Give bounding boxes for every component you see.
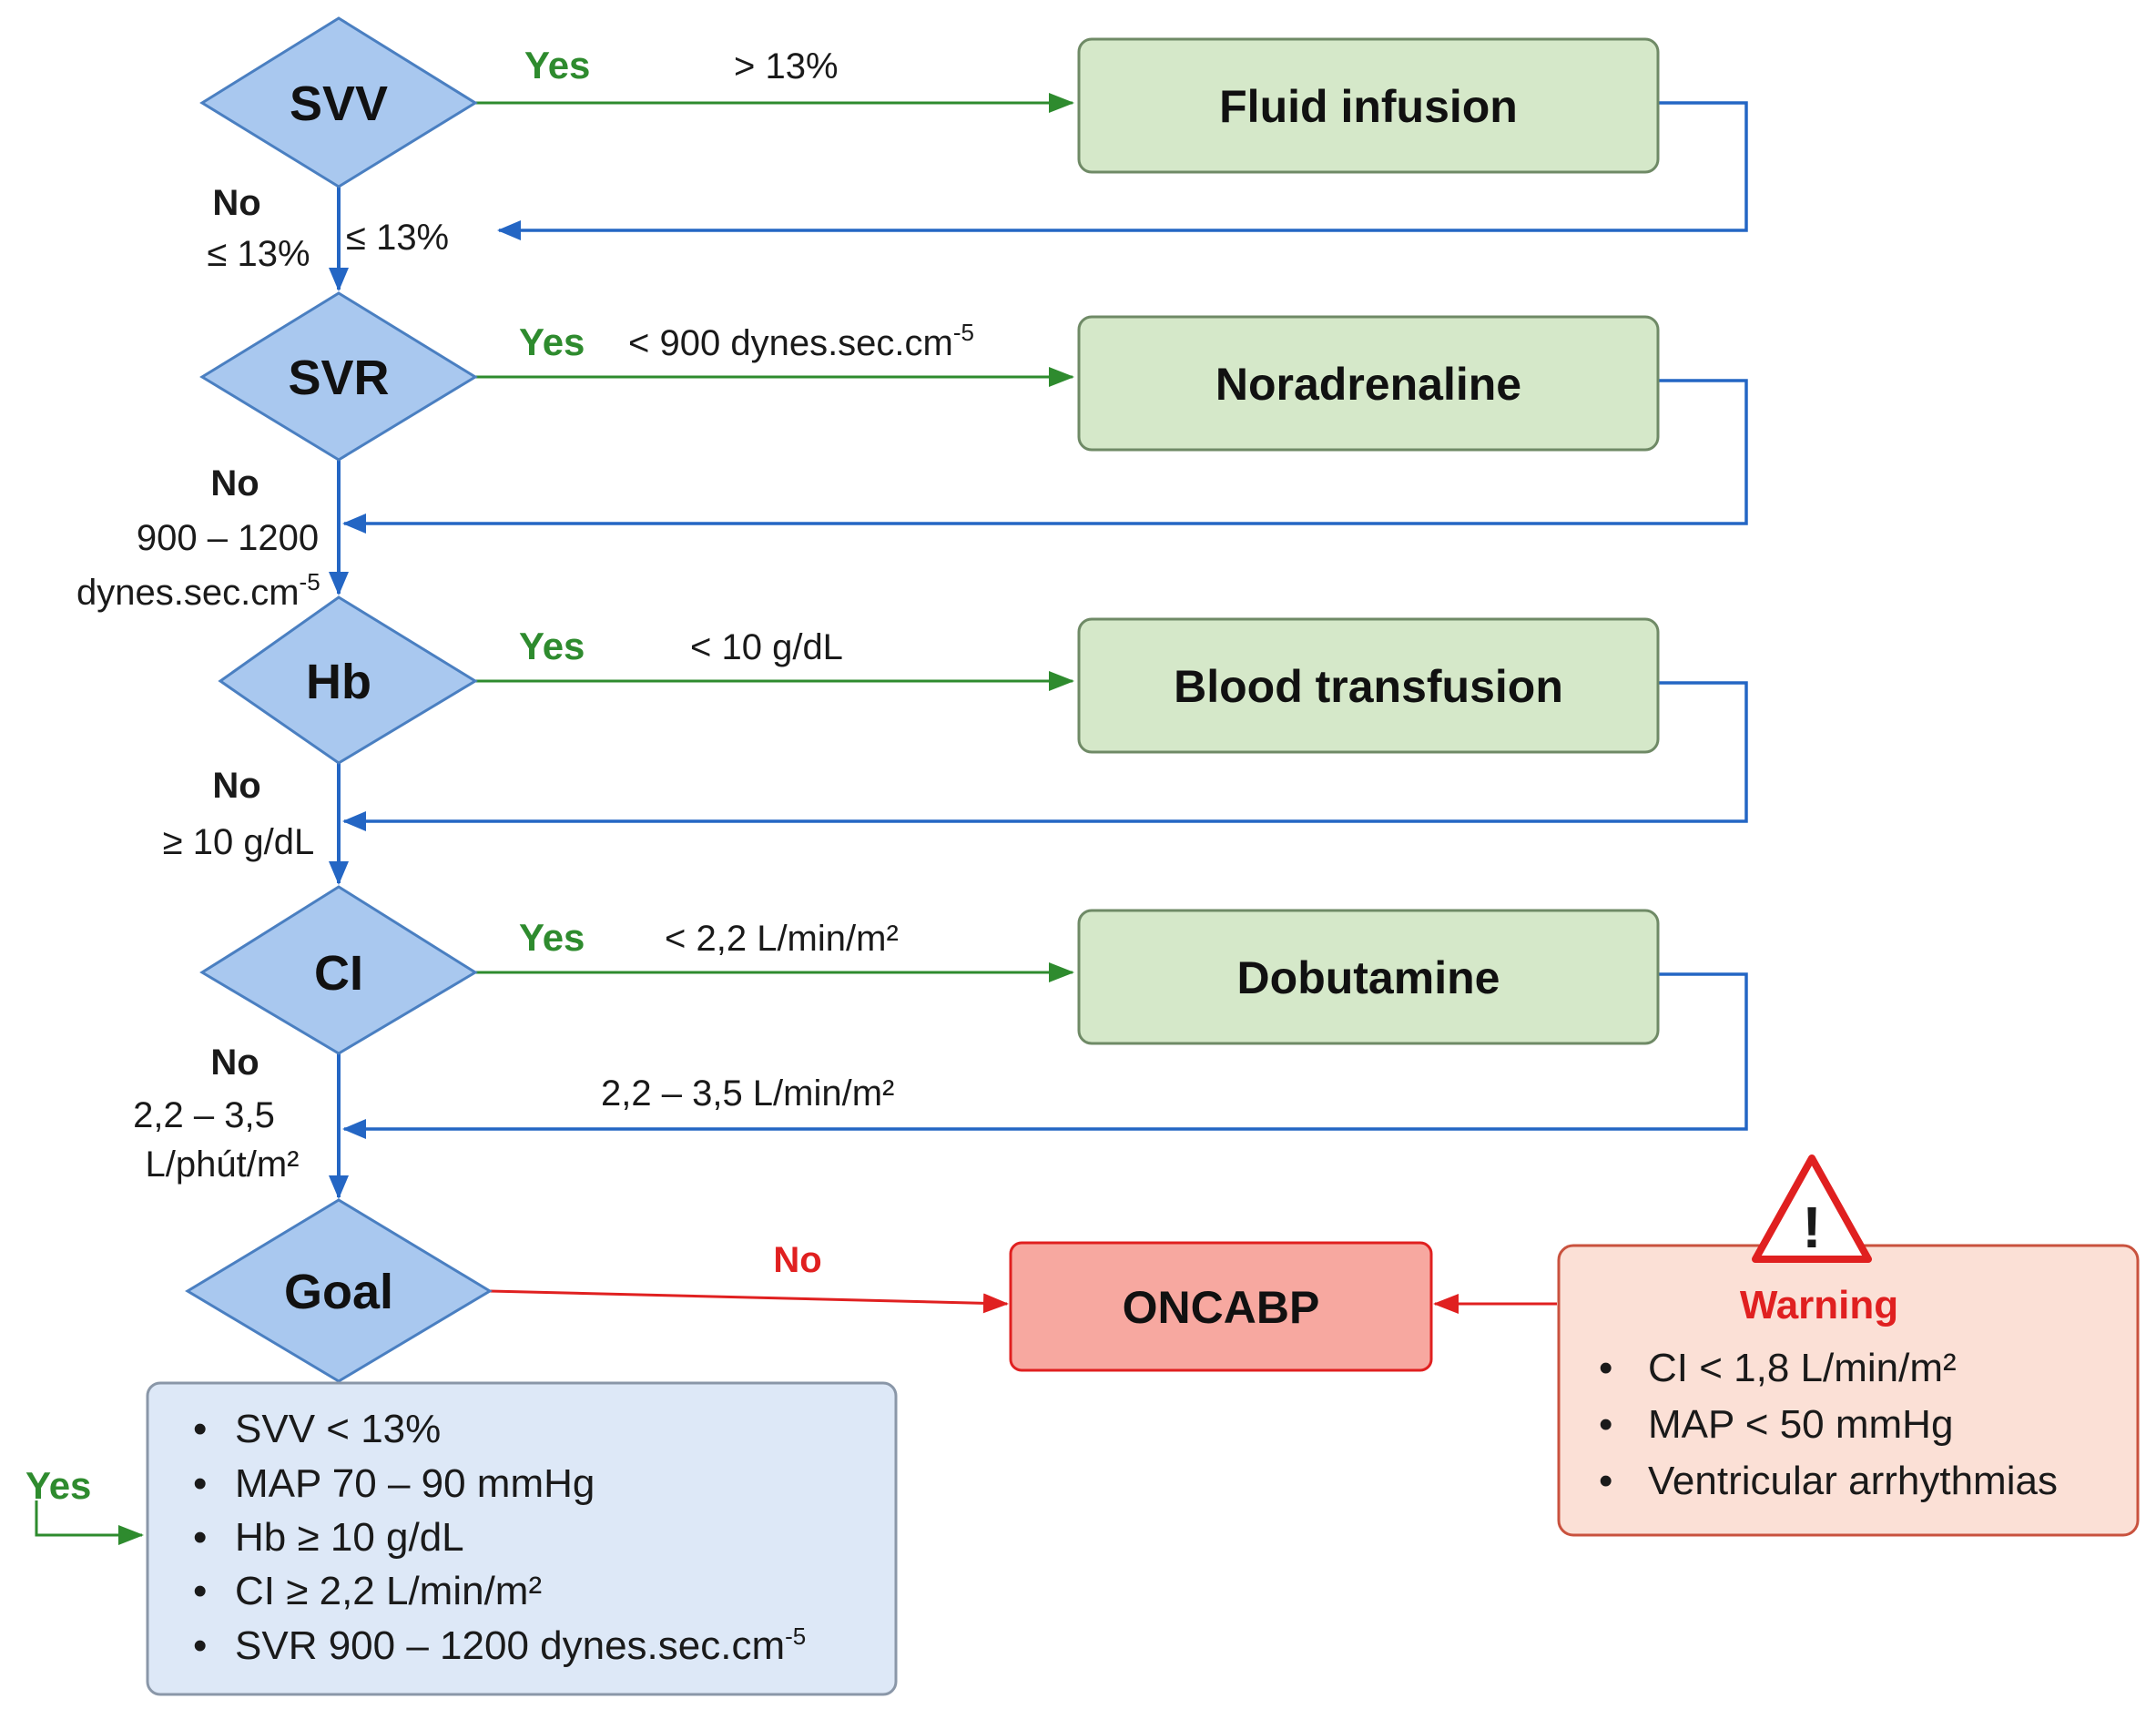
warning-triangle-icon: !	[1752, 1154, 1872, 1263]
warning-item-text: CI < 1,8 L/min/m²	[1648, 1346, 1957, 1390]
svv-no-label: No	[212, 183, 260, 223]
bullet-glyph: •	[193, 1515, 207, 1560]
diamond-shape	[199, 885, 478, 1055]
svr-no-label: No	[210, 463, 259, 503]
decision-goal: Goal	[185, 1198, 493, 1383]
decision-label: Hb	[306, 655, 371, 709]
goal-no-label: No	[773, 1240, 821, 1280]
warning-item-2: • Ventricular arrhythmias	[1599, 1459, 2058, 1503]
criterion-text: MAP 70 – 90 mmHg	[235, 1461, 595, 1506]
goal-criteria-box	[146, 1381, 898, 1696]
goal-criterion-4: • SVR 900 – 1200 dynes.sec.cm-5	[193, 1622, 806, 1668]
warning-item-0: • CI < 1,8 L/min/m²	[1599, 1346, 1957, 1390]
action-box	[1077, 909, 1660, 1045]
ci-no-label: No	[210, 1043, 259, 1083]
svv-return-label: ≤ 13%	[346, 218, 449, 258]
decision-label: SVV	[290, 76, 388, 131]
action-dobutamine: Dobutamine	[1077, 909, 1660, 1045]
svr-yes-condition: < 900 dynes.sec.cm-5	[628, 319, 974, 363]
decision-label: Goal	[284, 1265, 393, 1319]
svr-no-condition-sup: -5	[300, 568, 320, 595]
yes-arrows	[35, 93, 1074, 1545]
action-label: Dobutamine	[1237, 952, 1500, 1003]
hb-no-label: No	[212, 766, 260, 806]
ci-no-condition-line2: L/phút/m²	[146, 1144, 300, 1185]
svv-no-condition: ≤ 13%	[207, 234, 310, 274]
action-box	[1077, 37, 1660, 174]
hb-yes-label: Yes	[519, 625, 585, 667]
warning-title: Warning	[1740, 1283, 1898, 1327]
warning-item-1: • MAP < 50 mmHg	[1599, 1402, 1953, 1447]
action-box	[1077, 617, 1660, 754]
return-loop-transfusion	[342, 681, 1748, 831]
svr-yes-condition-sup: -5	[953, 319, 974, 346]
bullet-glyph: •	[193, 1623, 207, 1668]
bullet-glyph: •	[193, 1461, 207, 1506]
svr-no-condition-line2: dynes.sec.cm-5	[76, 568, 320, 613]
action-label: Noradrenaline	[1215, 359, 1521, 410]
ci-yes-label: Yes	[519, 916, 585, 959]
action-label: Blood transfusion	[1174, 661, 1563, 712]
return-loop-fluid	[497, 101, 1748, 240]
action-label: Fluid infusion	[1219, 81, 1518, 132]
action-blood-transfusion: Blood transfusion	[1077, 617, 1660, 754]
svr-no-condition-line1: 900 – 1200	[137, 518, 319, 558]
warning-item-text: MAP < 50 mmHg	[1648, 1402, 1953, 1447]
hb-no-condition: ≥ 10 g/dL	[163, 822, 315, 862]
goal-criterion-0: • SVV < 13%	[193, 1407, 441, 1451]
criterion-text: CI ≥ 2,2 L/min/m²	[235, 1569, 542, 1613]
goal-criterion-3: • CI ≥ 2,2 L/min/m²	[193, 1569, 542, 1613]
arrow-goal-no	[489, 1289, 1009, 1314]
decision-label: CI	[314, 946, 363, 1001]
hb-yes-condition: < 10 g/dL	[690, 627, 843, 667]
action-box	[1077, 315, 1660, 452]
bullet-glyph: •	[1599, 1459, 1612, 1503]
goal-criterion-1: • MAP 70 – 90 mmHg	[193, 1461, 595, 1506]
criterion-text: SVR 900 – 1200 dynes.sec.cm	[235, 1623, 785, 1668]
red-arrows	[489, 1289, 1557, 1314]
return-loop-dobutamine	[342, 972, 1748, 1139]
svv-yes-condition: > 13%	[734, 46, 839, 86]
oncabp-box	[1009, 1241, 1433, 1372]
action-fluid-infusion: Fluid infusion	[1077, 37, 1660, 174]
arrow-goal-yes	[35, 1500, 144, 1545]
ci-no-condition-line1: 2,2 – 3,5	[133, 1095, 275, 1135]
diamond-shape	[185, 1198, 493, 1383]
action-noradrenaline: Noradrenaline	[1077, 315, 1660, 452]
warning-item-text: Ventricular arrhythmias	[1648, 1459, 2058, 1503]
goal-criterion-2: • Hb ≥ 10 g/dL	[193, 1515, 464, 1560]
goal-criteria-panel: • SVV < 13% • MAP 70 – 90 mmHg • Hb ≥ 10 g/…	[146, 1381, 898, 1696]
bullet-glyph: •	[193, 1407, 207, 1451]
bullet-glyph: •	[1599, 1346, 1612, 1390]
criterion-text: SVV < 13%	[235, 1407, 441, 1451]
oncabp-label: ONCABP	[1123, 1282, 1320, 1333]
diamond-shape	[218, 595, 478, 765]
bullet-glyph: •	[1599, 1402, 1612, 1447]
svr-no-condition-text: dynes.sec.cm	[76, 573, 300, 613]
decision-svv: SVV	[199, 16, 478, 188]
criterion-sup: -5	[785, 1622, 806, 1650]
diamond-shape	[199, 16, 478, 188]
decision-svr: SVR	[199, 291, 478, 462]
return-loop-noradrenaline	[342, 379, 1748, 534]
warning-exclamation: !	[1802, 1195, 1821, 1260]
criterion-text: Hb ≥ 10 g/dL	[235, 1515, 464, 1560]
decision-ci: CI	[199, 885, 478, 1055]
diamond-shape	[199, 291, 478, 462]
warning-triangle-shape	[1752, 1154, 1872, 1263]
decision-hb: Hb	[218, 595, 478, 765]
goal-yes-label: Yes	[25, 1464, 91, 1507]
svr-yes-condition-text: < 900 dynes.sec.cm	[628, 323, 953, 363]
ci-return-label: 2,2 – 3,5 L/min/m²	[601, 1073, 894, 1114]
warning-panel: ! Warning • CI < 1,8 L/min/m² • MAP < 50 m…	[1557, 1154, 2140, 1537]
svr-yes-label: Yes	[519, 320, 585, 363]
action-oncabp: ONCABP	[1009, 1241, 1433, 1372]
svv-yes-label: Yes	[524, 44, 590, 86]
return-loops	[342, 101, 1748, 1139]
bullet-glyph: •	[193, 1569, 207, 1613]
decision-label: SVR	[288, 351, 389, 405]
ci-yes-condition: < 2,2 L/min/m²	[665, 919, 899, 959]
